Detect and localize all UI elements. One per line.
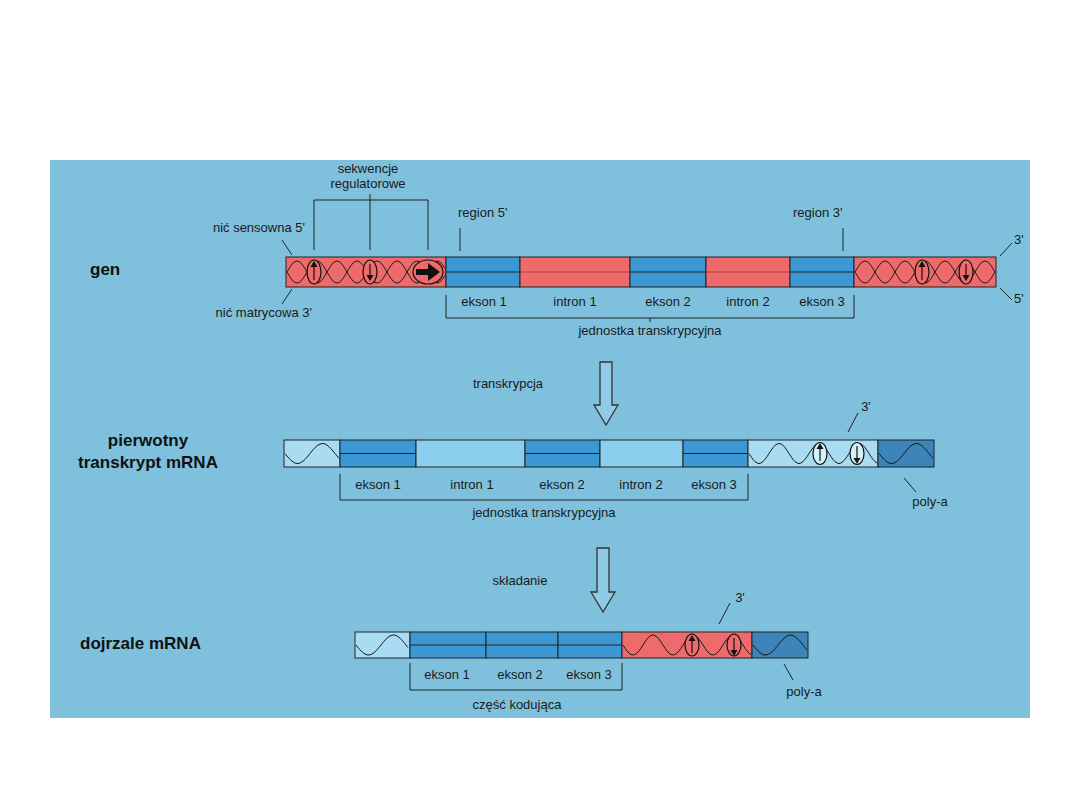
wave-stroke <box>356 635 408 655</box>
label-text: poly-a <box>786 684 821 699</box>
label-text: region 5' <box>458 205 507 220</box>
wave-stroke <box>285 444 339 464</box>
wave-stroke <box>287 261 445 283</box>
label-text: ekson 2 <box>497 667 543 682</box>
label-text: gen <box>90 259 120 281</box>
label-text: intron 2 <box>726 294 769 309</box>
primary-transcript-bar <box>284 440 934 467</box>
label-text: 3' <box>1014 232 1024 247</box>
process-arrows <box>591 362 618 612</box>
label-text: nić sensowna 5' <box>213 220 305 235</box>
panel <box>50 160 1030 718</box>
label-text: transkrypcja <box>473 376 543 391</box>
label-text: składanie <box>493 573 548 588</box>
label-text: intron 2 <box>619 477 662 492</box>
wave-stroke <box>287 261 445 283</box>
label-text: dojrzale mRNA <box>80 633 201 655</box>
brackets-and-leaders <box>282 194 1012 690</box>
regulatory-symbols <box>307 260 973 656</box>
label-text: ekson 2 <box>539 477 585 492</box>
wave-stroke <box>753 635 807 655</box>
label-text: ekson 2 <box>645 294 691 309</box>
label-text: 3' <box>735 590 745 605</box>
label-text: ekson 1 <box>355 477 401 492</box>
wave-stroke <box>855 261 995 283</box>
gene-bar <box>286 257 996 287</box>
helix-waves <box>285 261 995 655</box>
label-text: ekson 3 <box>691 477 737 492</box>
label-text: poly-a <box>912 494 947 509</box>
label-text: jednostka transkrypcyjna <box>472 505 615 520</box>
wave-stroke <box>879 444 933 464</box>
label-text: 5' <box>1014 291 1024 306</box>
label-text: część kodująca <box>473 697 562 712</box>
label-text: 3' <box>861 399 871 414</box>
label-text: ekson 1 <box>461 294 507 309</box>
label-text: pierwotny transkrypt mRNA <box>68 430 228 474</box>
label-text: ekson 3 <box>799 294 845 309</box>
label-text: intron 1 <box>553 294 596 309</box>
mature-mrna-bar <box>355 632 808 658</box>
label-text: intron 1 <box>450 477 493 492</box>
wave-stroke <box>855 261 995 283</box>
label-text: ekson 3 <box>566 667 612 682</box>
label-text: region 3' <box>793 205 842 220</box>
label-text: jednostka transkrypcyjna <box>578 323 721 338</box>
label-text: nić matrycowa 3' <box>216 305 312 320</box>
label-text: sekwencje regulatorowe <box>322 161 414 191</box>
label-text: ekson 1 <box>424 667 470 682</box>
